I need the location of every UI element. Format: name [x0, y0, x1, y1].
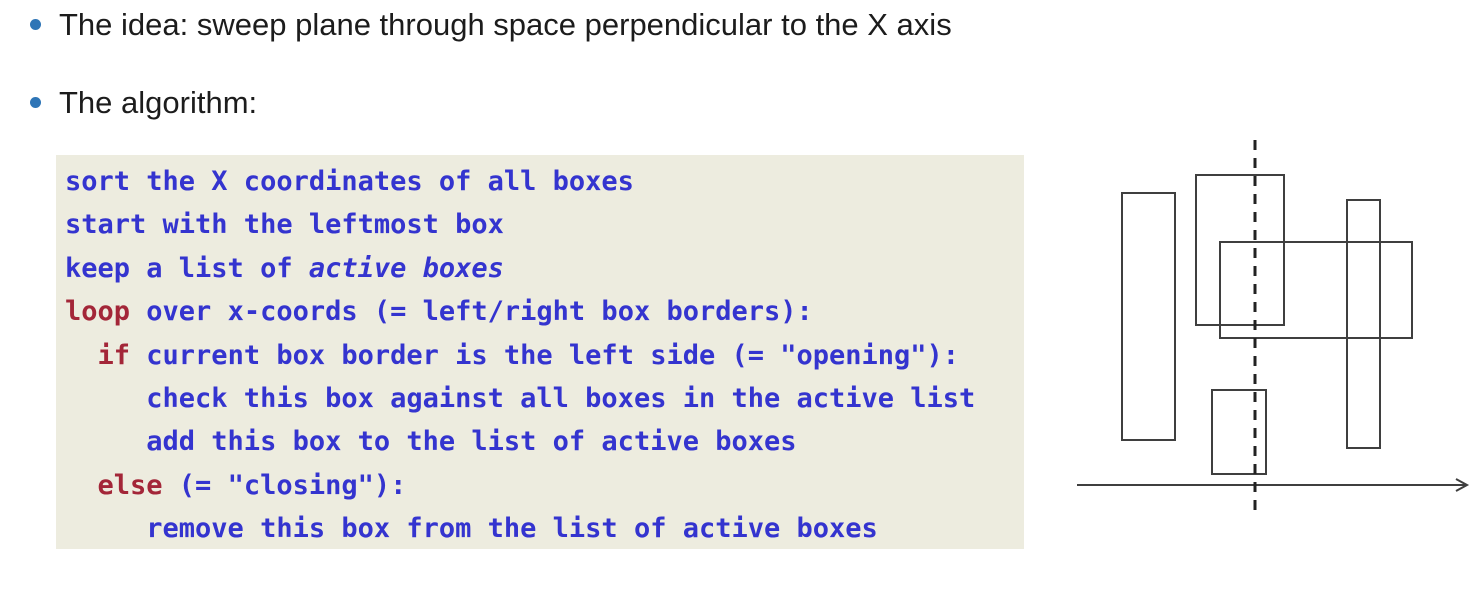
code-line: else (= "closing"):: [65, 464, 1024, 507]
code-text: [65, 470, 98, 501]
x-axis-arrowhead-icon: [1455, 478, 1470, 492]
code-text: over x-coords (= left/right box borders)…: [130, 296, 813, 328]
code-text: start with the leftmost box: [65, 209, 504, 241]
box-bottom-small: [1211, 389, 1267, 475]
code-keyword: if: [97, 339, 131, 371]
box-left-tall: [1121, 192, 1176, 441]
code-text: remove this box from the list of active …: [65, 513, 878, 545]
code-text: current box border is the left side (= "…: [130, 339, 960, 371]
code-line: remove this box from the list of active …: [65, 507, 1024, 550]
code-line: keep a list of active boxes: [65, 247, 1024, 290]
box-top-middle: [1195, 174, 1285, 326]
bullet-item-idea: The idea: sweep plane through space perp…: [30, 6, 952, 44]
bullet-icon: [30, 97, 41, 108]
code-line: if current box border is the left side (…: [65, 334, 1024, 377]
sweep-diagram: [1077, 140, 1470, 512]
code-line: loop over x-coords (= left/right box bor…: [65, 290, 1024, 333]
sweep-diagram-container: [1075, 138, 1475, 530]
code-text: active boxes: [308, 252, 504, 284]
bullet-text-idea: The idea: sweep plane through space perp…: [59, 7, 952, 42]
code-text: [65, 340, 98, 371]
code-block: sort the X coordinates of all boxes start…: [56, 155, 1024, 549]
code-line: add this box to the list of active boxes: [65, 420, 1024, 463]
code-text: check this box against all boxes in the …: [65, 383, 976, 415]
bullet-item-algorithm: The algorithm:: [30, 84, 257, 122]
code-text: add this box to the list of active boxes: [65, 426, 797, 458]
code-line: sort the X coordinates of all boxes: [65, 160, 1024, 203]
bullet-text-algorithm: The algorithm:: [59, 85, 258, 120]
box-wide-middle: [1219, 241, 1413, 339]
code-keyword: else: [97, 469, 163, 501]
bullet-icon: [30, 19, 41, 30]
code-line: check this box against all boxes in the …: [65, 377, 1024, 420]
code-keyword: loop: [65, 296, 131, 328]
code-line: start with the leftmost box: [65, 203, 1024, 246]
code-text: keep a list of: [65, 252, 309, 284]
box-right-tall: [1346, 199, 1381, 449]
code-text: sort the X coordinates of all boxes: [65, 166, 634, 197]
code-text: (= "closing"):: [162, 469, 407, 501]
